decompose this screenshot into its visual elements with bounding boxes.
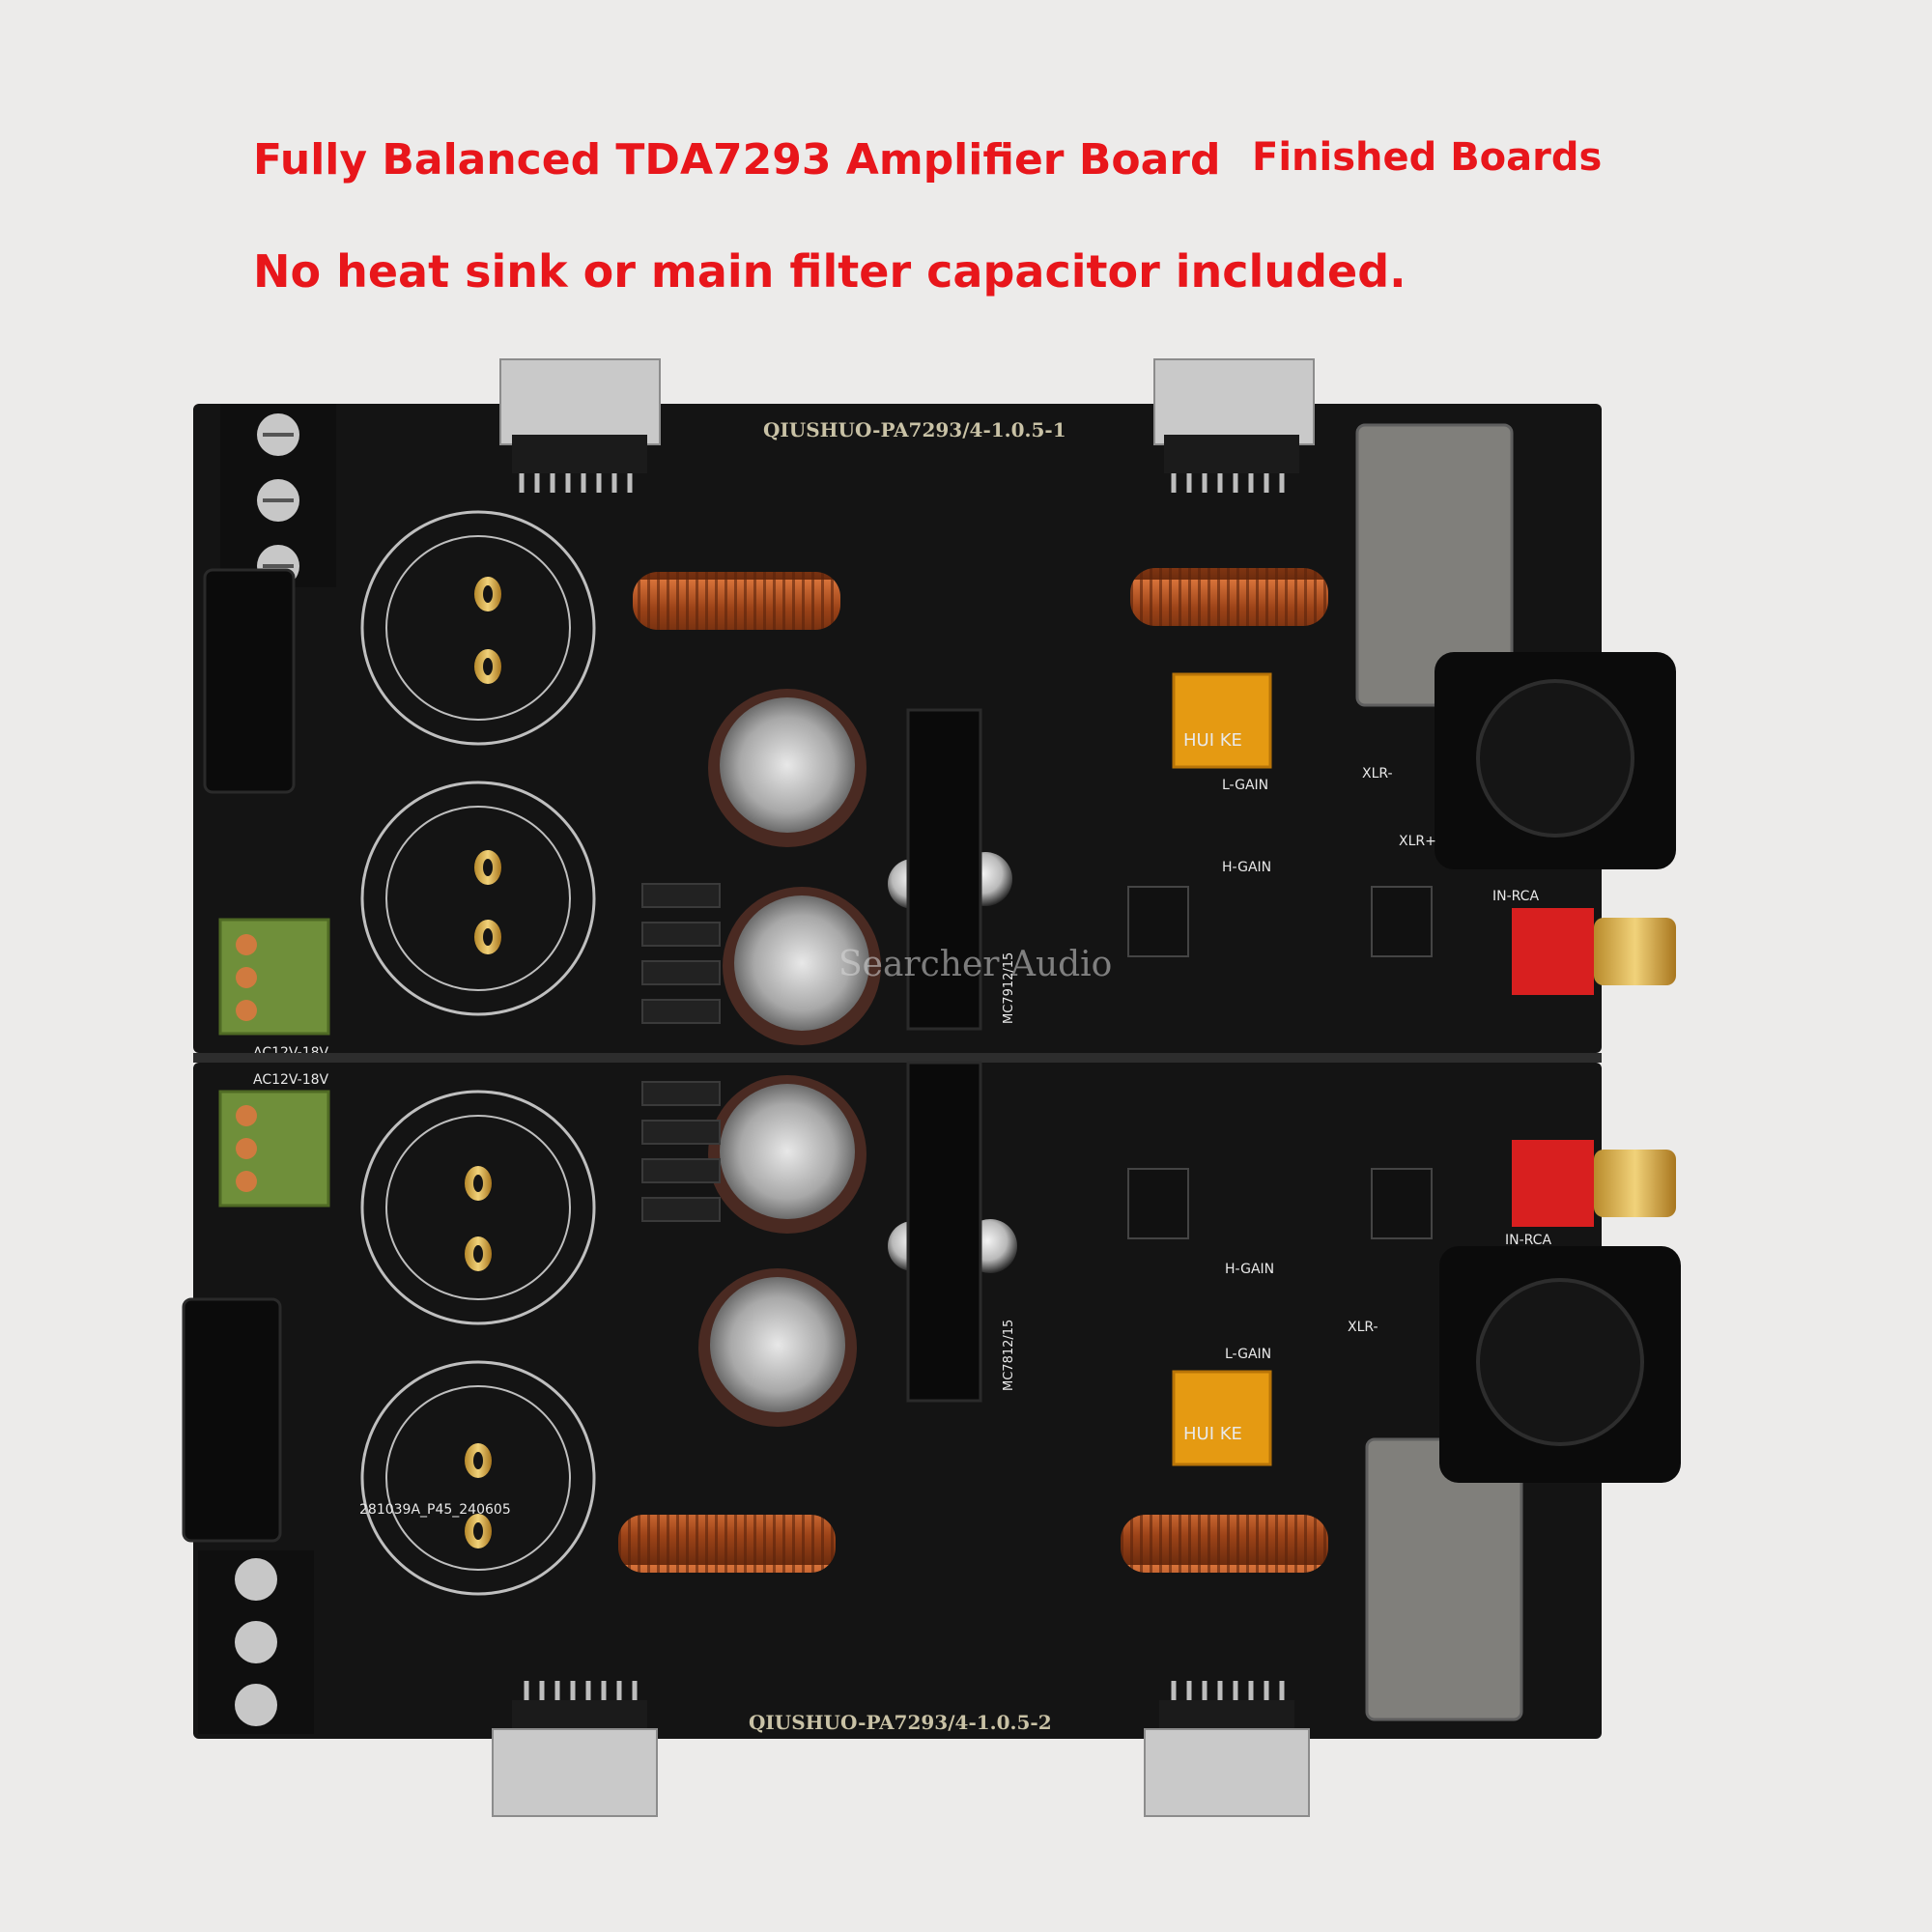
bottom-tda7293-left xyxy=(492,1681,658,1817)
bottom-diodes xyxy=(641,1081,721,1222)
board-seam xyxy=(193,1053,1602,1063)
top-xlr-plus-label: XLR+ xyxy=(1399,834,1436,849)
top-opamp-1 xyxy=(1127,886,1189,957)
bottom-left-terminal-block xyxy=(198,1550,314,1734)
top-electrolytic-caps xyxy=(708,689,1012,1045)
top-cap-footprint-1 xyxy=(360,510,596,746)
top-regulator-label: MC7912/15 xyxy=(1002,952,1016,1024)
watermark: Searcher Audio xyxy=(838,945,1112,984)
top-left-terminal-block xyxy=(220,404,336,587)
finished-boards-caption: Finished Boards xyxy=(1252,135,1603,180)
top-coil-right xyxy=(1130,568,1328,626)
top-l-gain-label: L-GAIN xyxy=(1222,778,1268,793)
bottom-cap-footprint-2: 281039A_P45_240605 xyxy=(359,1360,596,1596)
bottom-relay: HUI KE xyxy=(1172,1370,1272,1466)
top-bridge-rectifier xyxy=(203,568,296,794)
bottom-regulator-heatsink xyxy=(906,1061,982,1403)
bottom-relay-label: HUI KE xyxy=(1183,1424,1242,1444)
bottom-xlr-minus-label: XLR- xyxy=(1348,1320,1378,1335)
bottom-xlr-jack: XLR- xyxy=(1348,1246,1681,1483)
top-cap-footprint-2 xyxy=(360,781,596,1016)
top-opamp-2 xyxy=(1371,886,1433,957)
bottom-tda7293-right xyxy=(1144,1681,1310,1817)
title-caption: Fully Balanced TDA7293 Amplifier Board xyxy=(253,135,1221,185)
top-in-rca-label: IN-RCA xyxy=(1492,889,1539,904)
top-relay: HUI KE xyxy=(1172,672,1272,769)
top-board: AC12V-18V QIUSHUO-PA7293/4-1.0.5-1 xyxy=(193,358,1676,1061)
bottom-opamp-1 xyxy=(1127,1168,1189,1239)
top-coil-left xyxy=(633,572,840,630)
bottom-ac-terminal: AC12V-18V xyxy=(218,1072,330,1208)
bottom-rca-jack: IN-RCA xyxy=(1505,1140,1676,1248)
bottom-h-gain-label: H-GAIN xyxy=(1225,1262,1274,1277)
top-xlr-minus-label: XLR- xyxy=(1362,766,1393,781)
top-model-label: QIUSHUO-PA7293/4-1.0.5-1 xyxy=(763,418,1066,441)
bottom-l-gain-label: L-GAIN xyxy=(1225,1347,1271,1362)
bottom-coil-left xyxy=(618,1515,836,1573)
top-tda7293-left xyxy=(499,358,661,493)
note-caption: No heat sink or main filter capacitor in… xyxy=(253,245,1406,298)
top-h-gain-label: H-GAIN xyxy=(1222,860,1271,875)
top-ac-terminal: AC12V-18V xyxy=(218,918,330,1061)
top-regulator-heatsink xyxy=(906,708,982,1031)
bottom-pcb-id: 281039A_P45_240605 xyxy=(359,1502,511,1518)
bottom-cap-footprint-1 xyxy=(360,1090,596,1325)
bottom-regulator-label: MC7812/15 xyxy=(1002,1320,1016,1391)
bottom-board: AC12V-18V 281039A_P45_240605 xyxy=(182,1061,1681,1817)
bottom-in-rca-label: IN-RCA xyxy=(1505,1233,1551,1248)
top-rca-jack: IN-RCA xyxy=(1492,889,1676,995)
bottom-model-label: QIUSHUO-PA7293/4-1.0.5-2 xyxy=(749,1711,1052,1734)
top-diodes xyxy=(641,883,721,1024)
bottom-bridge-rectifier xyxy=(182,1297,282,1543)
bottom-opamp-2 xyxy=(1371,1168,1433,1239)
bottom-coil-right xyxy=(1121,1515,1328,1573)
bottom-ac-label: AC12V-18V xyxy=(253,1072,329,1088)
top-xlr-jack: XLR- XLR+ xyxy=(1362,652,1676,869)
top-relay-label: HUI KE xyxy=(1183,730,1242,751)
top-tda7293-right xyxy=(1153,358,1315,493)
